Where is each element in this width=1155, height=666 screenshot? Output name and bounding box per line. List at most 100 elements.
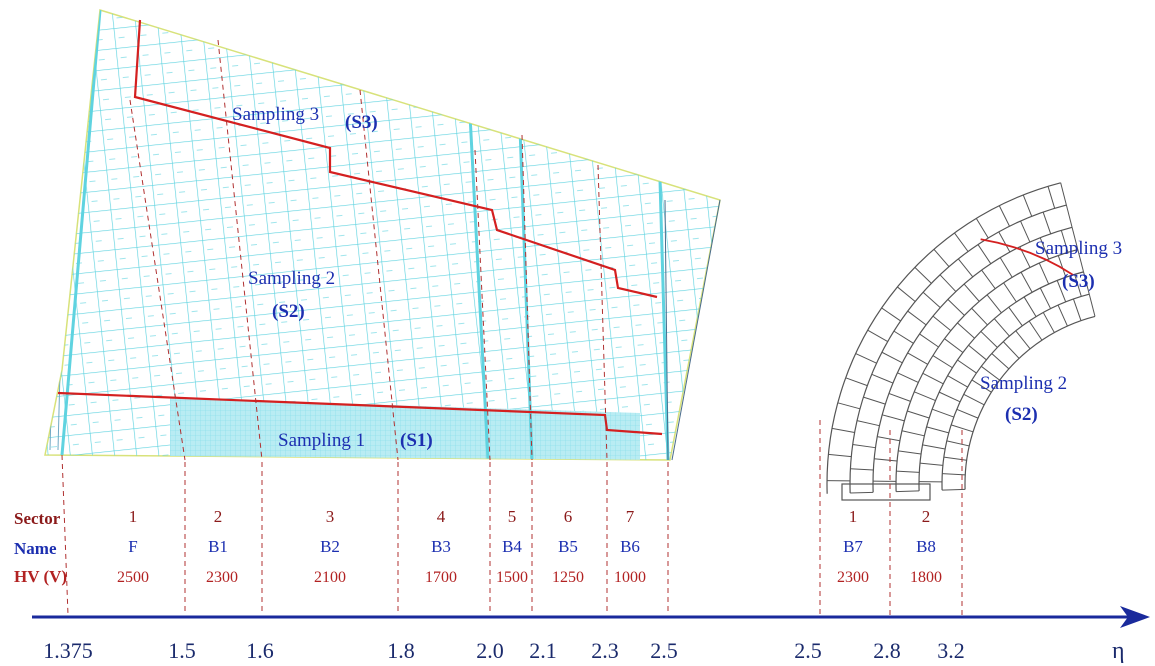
outer-wheel-cell-edge [922, 444, 946, 450]
outer-wheel-cell-edge [944, 338, 964, 353]
outer-wheel-cell-edge [1020, 271, 1033, 293]
outer-sampling3-label: Sampling 3 [1035, 238, 1122, 259]
outer-wheel-cell-edge [914, 391, 936, 402]
sector-column: 7 B6 1000 [614, 507, 646, 586]
outer-wheel-cell-edge [831, 427, 855, 434]
axis-tick-label: 1.5 [168, 638, 196, 663]
sector-name: F [128, 537, 137, 556]
outer-wheel-cell-edge [980, 331, 998, 348]
outer-wheel-cell-edge [957, 322, 975, 339]
outer-wheel-cell-edge [896, 490, 920, 493]
outer-sampling2-label: Sampling 2 [980, 373, 1067, 394]
outer-wheel-cell-edge [1074, 274, 1082, 297]
outer-wheel-cell-edge [999, 257, 1013, 278]
outer-wheel-cell-edge [1038, 262, 1050, 285]
outer-wheel-cell-edge [881, 351, 903, 364]
sector-hv: 2300 [837, 569, 869, 586]
outer-wheel-cell-edge [971, 379, 992, 393]
outer-wheel-cell-edge [1042, 211, 1052, 234]
outer-wheel-cell-edge [977, 244, 992, 264]
outer-wheel-cell-edge [931, 408, 954, 418]
outer-wheel-cell-edge [845, 377, 868, 387]
outer-wheel-cell-edge [986, 294, 1002, 314]
outer-wheel-cell-edge [993, 318, 1010, 337]
sector-name: B6 [620, 537, 640, 556]
outer-wheel-cell-edge [850, 468, 874, 471]
sector-column: 2 B8 1800 [910, 507, 942, 586]
outer-wheel-cell-edge [855, 353, 877, 364]
row-label-sector: Sector [14, 509, 61, 528]
sector-hv: 1800 [910, 569, 942, 586]
outer-wheel-cell-edge [922, 291, 941, 308]
outer-wheel-support [841, 483, 931, 501]
outer-wheel-cell-edge [947, 375, 968, 388]
outer-wheel-ring [964, 315, 1096, 490]
outer-wheel-cell-edge [863, 396, 886, 405]
sector-column: 4 B3 1700 [425, 507, 457, 586]
outer-wheel-cell-edge [874, 458, 898, 462]
outer-wheel-ring [918, 271, 1084, 491]
row-label-hv: HV (V) [14, 567, 67, 586]
outer-wheel-cell-edge [1042, 312, 1055, 333]
outer-wheel-cell-edge [968, 344, 987, 361]
sector-hv: 2500 [117, 569, 149, 586]
outer-wheel-cell-edge [1057, 255, 1067, 278]
axis-tick-label: 2.5 [650, 638, 678, 663]
outer-wheel-labels: Sampling 3 (S3) Sampling 2 (S2) [980, 238, 1122, 425]
outer-wheel-cell-edge [1060, 182, 1067, 206]
outer-wheel-cell-edge [946, 440, 970, 447]
sector-hv: 2100 [314, 569, 346, 586]
outer-wheel-cell-edge [856, 420, 880, 427]
outer-wheel-cell-edge [852, 444, 876, 449]
outer-wheel-cell-edge [882, 414, 905, 422]
outer-wheel-cell-edge [901, 430, 925, 437]
sector-table: Sector Name HV (V) 1 F 2500 2 B1 2300 3 … [14, 507, 942, 586]
outer-wheel-cell-edge [837, 402, 861, 410]
sector-name: B8 [916, 537, 936, 556]
sector-number: 2 [214, 507, 223, 526]
inner-sampling1-label: Sampling 1 [278, 430, 365, 451]
axis-tick-label: 2.8 [873, 638, 901, 663]
axis-tick-label: 2.5 [794, 638, 822, 663]
sector-column: 1 F 2500 [117, 507, 149, 586]
outer-wheel-cell-edge [1047, 186, 1056, 209]
outer-wheel-cell-edge [942, 488, 966, 491]
outer-wheel-cell-edge [943, 456, 967, 461]
sector-name: B7 [843, 537, 863, 556]
outer-wheel-cell-edge [914, 266, 932, 284]
sector-column: 6 B5 1250 [552, 507, 584, 586]
inner-sampling2-label: Sampling 2 [248, 268, 335, 289]
outer-wheel-cell-edge [1039, 287, 1052, 309]
axis-tick-label: 1.8 [387, 638, 415, 663]
sector-number: 4 [437, 507, 446, 526]
sector-hv: 1250 [552, 569, 584, 586]
outer-wheel-cell-edge [947, 299, 965, 316]
sector-name: B5 [558, 537, 578, 556]
axis-arrowhead [1120, 606, 1150, 628]
outer-wheel-cell-edge [907, 310, 927, 326]
outer-wheel-cell-edge [867, 329, 888, 342]
outer-wheel-cell-edge [1071, 227, 1079, 250]
outer-wheel-ring [826, 182, 1061, 494]
sector-name: B2 [320, 537, 340, 556]
outer-wheel-cell-edge [1039, 237, 1050, 260]
sector-column: 3 B2 2100 [314, 507, 346, 586]
inner-sampling2-code: (S2) [272, 301, 305, 322]
sector-number: 7 [626, 507, 635, 526]
sector-hv: 1500 [496, 569, 528, 586]
sector-column: 2 B1 2300 [206, 507, 238, 586]
outer-wheel-cell-edge [933, 248, 950, 267]
outer-wheel-cell-edge [1056, 280, 1067, 303]
axis-tick-label: 3.2 [937, 638, 965, 663]
sector-number: 2 [922, 507, 931, 526]
sector-number: 5 [508, 507, 517, 526]
outer-wheel-cell-edge [932, 355, 953, 369]
outer-wheel-cell-edge [898, 450, 922, 455]
row-label-name: Name [14, 539, 57, 558]
outer-wheel-cell-edge [881, 307, 901, 322]
outer-wheel-cell-edge [926, 426, 949, 434]
sector-hv: 2300 [206, 569, 238, 586]
sector-hv: 1700 [425, 569, 457, 586]
outer-wheel-cell-edge [975, 218, 989, 239]
